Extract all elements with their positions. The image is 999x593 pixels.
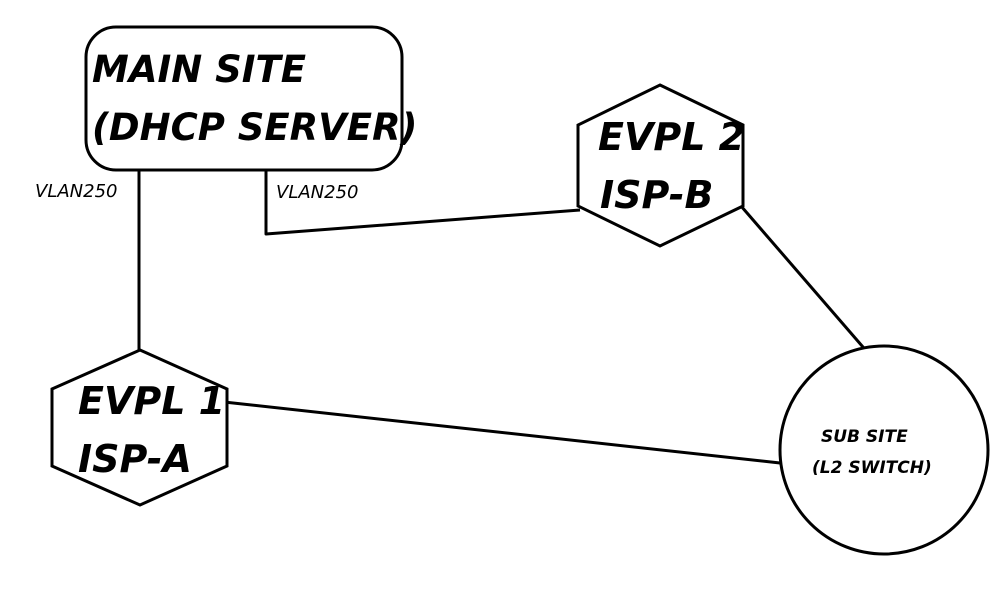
vlan-label-left: VLAN250 bbox=[35, 181, 117, 202]
sub-site-node[interactable]: SUB SITE (L2 SWITCH) bbox=[778, 344, 990, 556]
main-site-title: MAIN SITE bbox=[92, 48, 306, 91]
evpl2-title: EVPL 2 bbox=[598, 115, 745, 159]
evpl2-hexagon bbox=[576, 83, 745, 248]
sub-site-subtitle: (L2 SWITCH) bbox=[812, 458, 932, 478]
evpl2-node[interactable]: EVPL 2 ISP-B bbox=[576, 83, 745, 248]
evpl1-node[interactable]: EVPL 1 ISP-A bbox=[50, 348, 229, 507]
vlan-label-right: VLAN250 bbox=[276, 182, 358, 203]
link-evpl2-to-subsite bbox=[739, 205, 871, 355]
sub-site-circle bbox=[778, 344, 990, 556]
evpl1-hexagon bbox=[50, 348, 229, 507]
sub-site-title: SUB SITE bbox=[821, 427, 908, 447]
main-site-node[interactable]: MAIN SITE (DHCP SERVER) bbox=[84, 25, 417, 172]
evpl1-title: EVPL 1 bbox=[78, 379, 225, 423]
evpl2-subtitle: ISP-B bbox=[600, 173, 713, 217]
main-site-box bbox=[84, 25, 404, 172]
main-site-subtitle: (DHCP SERVER) bbox=[92, 106, 417, 149]
evpl1-subtitle: ISP-A bbox=[78, 437, 192, 481]
link-evpl1-to-subsite bbox=[223, 400, 781, 465]
link-main-to-evpl2 bbox=[264, 168, 581, 236]
